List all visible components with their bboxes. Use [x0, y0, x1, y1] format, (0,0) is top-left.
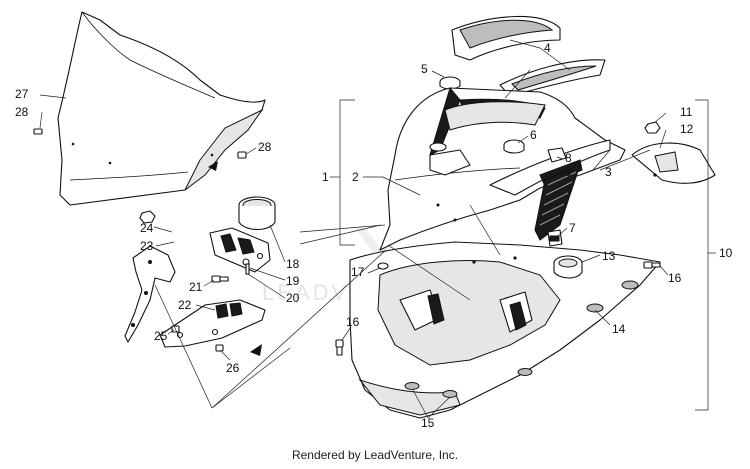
callout-17: 17 — [351, 265, 365, 279]
footer-credit: Rendered by LeadVenture, Inc. — [291, 448, 459, 462]
leader-lines — [39, 39, 716, 419]
callout-10: 10 — [719, 246, 733, 260]
callout-6: 6 — [530, 128, 537, 142]
screw-16-left — [335, 339, 344, 356]
callout-3: 3 — [605, 165, 612, 179]
plate-12 — [631, 142, 716, 184]
washer-17 — [377, 262, 389, 270]
callout-4: 4 — [544, 41, 551, 55]
callout-14: 14 — [612, 322, 626, 336]
callout-11: 11 — [680, 105, 693, 119]
plug-6 — [503, 139, 525, 154]
callout-23: 23 — [140, 239, 154, 253]
windshield — [57, 11, 266, 206]
callout-22: 22 — [178, 298, 192, 312]
nose-pan-15 — [349, 241, 661, 419]
callouts: 1 2 3 4 5 6 7 8 9 10 11 12 13 14 15 16 1… — [15, 41, 733, 430]
screw-19 — [245, 263, 250, 275]
screw-11 — [644, 121, 661, 134]
arrow-marker-windshield — [208, 161, 218, 171]
callout-20: 20 — [286, 291, 300, 305]
clip-7 — [547, 229, 563, 247]
windshield-trim-4 — [451, 15, 606, 97]
screw-16-right — [643, 261, 661, 269]
arrow-marker-bracket — [250, 344, 262, 356]
callout-25: 25 — [154, 329, 168, 343]
callout-8: 8 — [565, 151, 572, 165]
cap-13 — [553, 255, 583, 279]
grommet-5 — [439, 76, 461, 90]
callout-28-right: 28 — [258, 140, 272, 154]
callout-19: 19 — [286, 274, 300, 288]
mount-bracket-23 — [124, 245, 176, 343]
callout-9: 9 — [565, 165, 572, 179]
callout-16-right: 16 — [668, 271, 682, 285]
gauge — [238, 196, 276, 231]
callout-7: 7 — [569, 221, 576, 235]
callout-16-left: 16 — [346, 315, 360, 329]
gauge-bracket — [209, 227, 271, 273]
callout-2: 2 — [352, 170, 359, 184]
callout-12: 12 — [680, 122, 694, 136]
callout-24: 24 — [140, 221, 154, 235]
callout-26: 26 — [226, 361, 240, 375]
screw-21 — [211, 275, 229, 283]
callout-21: 21 — [189, 280, 203, 294]
callout-5: 5 — [421, 62, 428, 76]
screw-28-left — [33, 128, 43, 135]
callout-27: 27 — [15, 87, 29, 101]
callout-15: 15 — [421, 416, 435, 430]
callout-1: 1 — [322, 170, 329, 184]
callout-18: 18 — [286, 257, 300, 271]
callout-13: 13 — [602, 249, 616, 263]
screw-28-right — [237, 151, 247, 159]
screw-26 — [215, 344, 224, 352]
callout-28-left: 28 — [15, 105, 29, 119]
nut-24 — [139, 210, 156, 224]
hood-2 — [379, 86, 626, 251]
mount-bracket-22 — [159, 299, 266, 348]
